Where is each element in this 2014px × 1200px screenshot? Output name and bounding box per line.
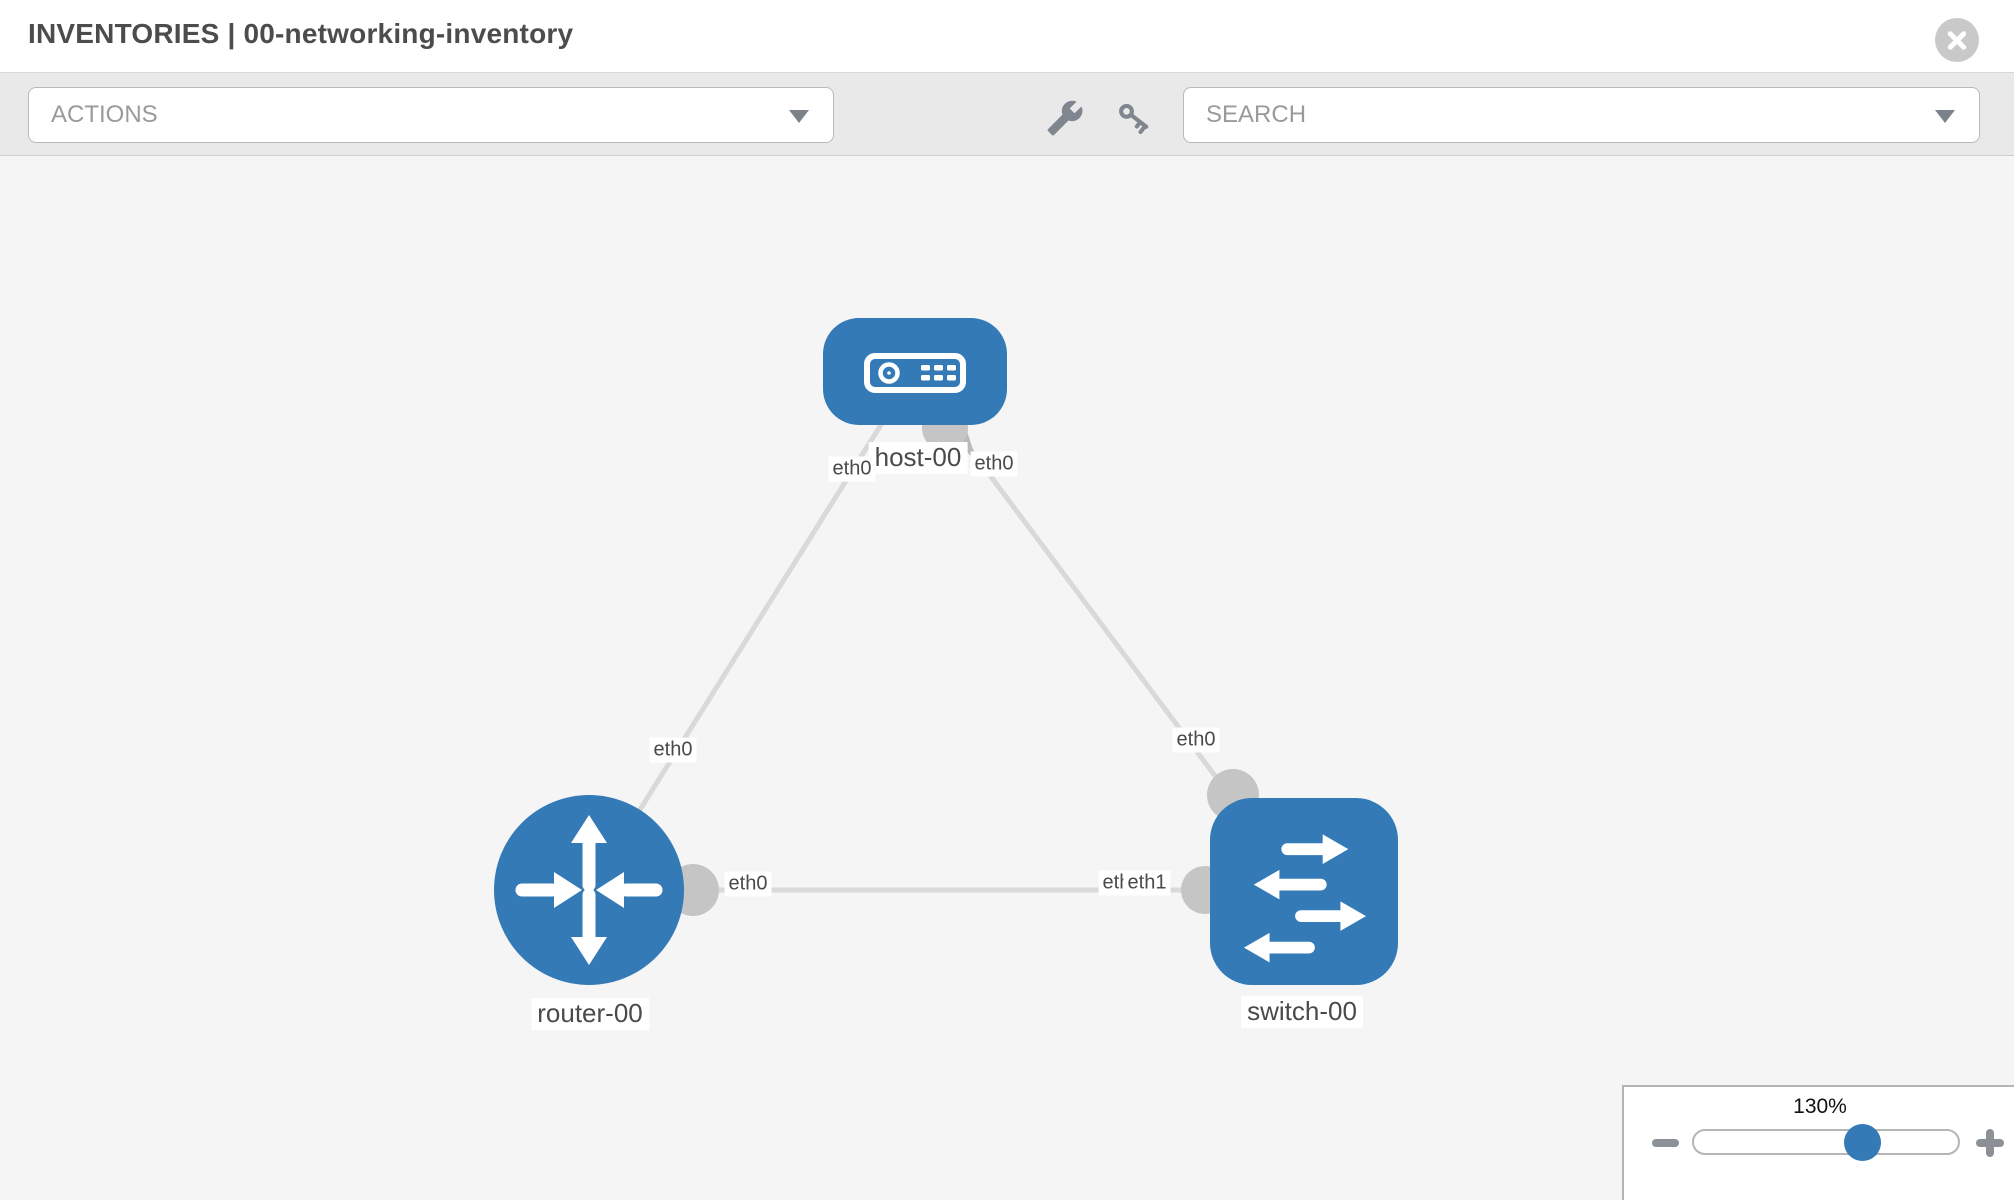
wrench-icon[interactable] <box>1046 99 1084 137</box>
links-layer <box>586 405 1305 916</box>
close-button[interactable] <box>1935 18 1979 62</box>
node-host[interactable] <box>823 318 1007 425</box>
switch-icon <box>1243 834 1367 963</box>
zoom-value: 130% <box>1793 1095 1847 1118</box>
header: INVENTORIES | 00-networking-inventory <box>0 0 2014 72</box>
toolbar: ACTIONS SEARCH <box>0 72 2014 156</box>
node-label-host: host-00 <box>868 442 968 474</box>
chevron-down-icon <box>789 110 809 123</box>
page-title: INVENTORIES | 00-networking-inventory <box>28 18 574 49</box>
actions-dropdown-label: ACTIONS <box>51 101 158 128</box>
interface-label-router-eth0-top: eth0 <box>649 737 697 763</box>
router-icon <box>515 815 663 965</box>
node-router[interactable] <box>494 795 684 985</box>
node-switch[interactable] <box>1210 798 1398 985</box>
interface-label-host-eth0-left: eth0 <box>828 456 876 482</box>
host-icon <box>864 353 966 393</box>
zoom-in-button[interactable] <box>1976 1129 2004 1157</box>
interface-label-router-eth0-right: eth0 <box>724 871 772 897</box>
interface-label-host-eth0-right: eth0 <box>970 451 1018 477</box>
interface-label-switch-eth1: eth1 <box>1123 870 1171 896</box>
topology-canvas[interactable]: host-00 router-00 switch-00 eth0 eth0 et… <box>0 156 2014 1200</box>
node-label-router: router-00 <box>531 998 649 1030</box>
search-dropdown[interactable]: SEARCH <box>1183 87 1980 143</box>
zoom-out-button[interactable] <box>1652 1139 1679 1147</box>
node-label-switch: switch-00 <box>1241 996 1363 1028</box>
search-dropdown-label: SEARCH <box>1206 101 1307 128</box>
zoom-slider-knob[interactable] <box>1844 1124 1881 1161</box>
zoom-slider[interactable] <box>1692 1129 1960 1155</box>
zoom-panel: 130% <box>1622 1085 2014 1200</box>
key-icon[interactable] <box>1116 99 1154 137</box>
interface-label-switch-eth0-top: eth0 <box>1172 727 1220 753</box>
chevron-down-icon <box>1935 110 1955 123</box>
actions-dropdown[interactable]: ACTIONS <box>28 87 834 143</box>
